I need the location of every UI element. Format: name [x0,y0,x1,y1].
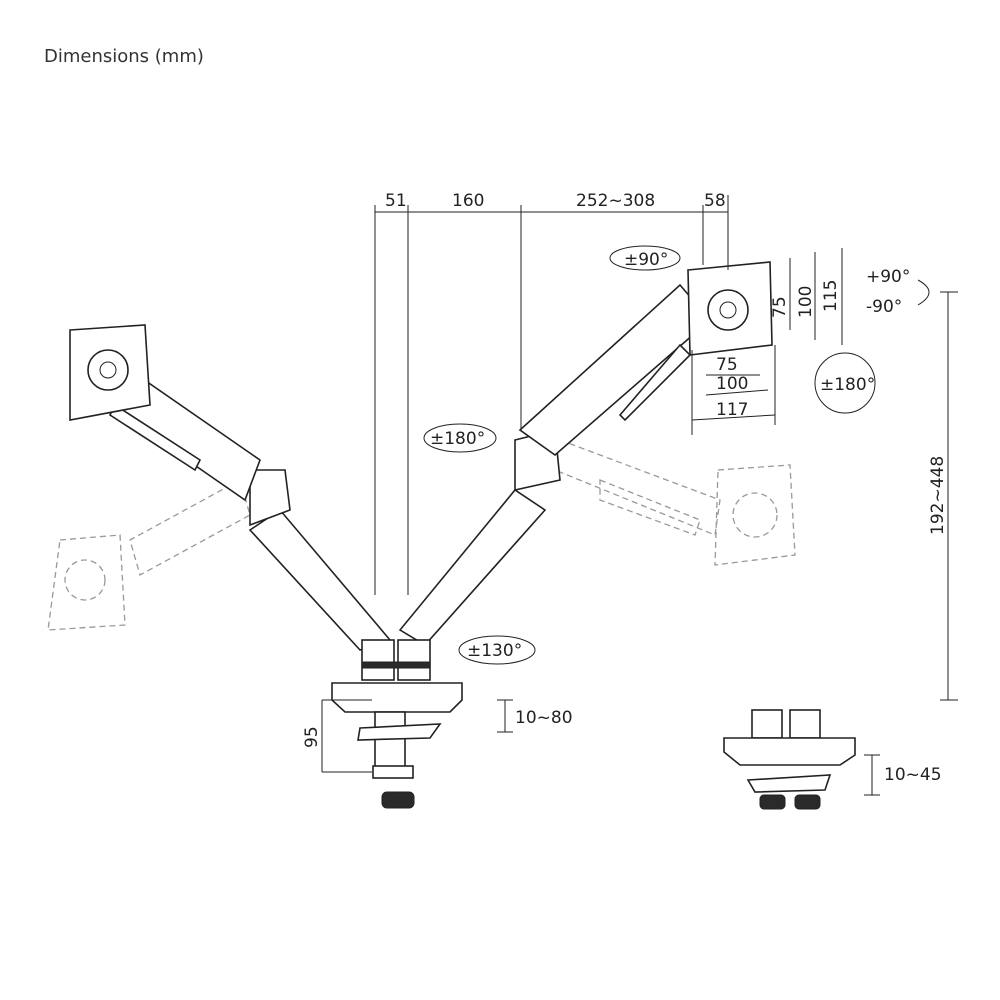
base-arrow-icon [458,635,536,665]
diagram-title: Dimensions (mm) [44,46,204,67]
rotation-swivel-head: ±90° [624,250,668,270]
rotation-monitor: ±180° [820,375,875,395]
dim-grommet-thickness: 10~45 [884,765,942,785]
vesa-h-75: 75 [716,355,738,375]
dim-51: 51 [385,191,407,211]
vesa-h-100: 100 [716,374,748,394]
ghost-right-arm [554,439,796,566]
tilt-arrow-icon [917,279,930,306]
vesa-v-100: 100 [796,286,816,318]
dim-clamp-height: 95 [302,726,322,748]
base-clamp [331,639,463,809]
top-dimension-lines [374,195,729,595]
vesa-v-115: 115 [821,280,841,312]
dim-clamp-thickness: 10~80 [515,708,573,728]
side-dimension-lines [321,291,958,796]
base-grommet [723,709,856,810]
vesa-h-117: 117 [716,400,748,420]
left-arm [69,324,392,651]
ghost-left-arm [47,479,251,631]
rotate-arrow-icon [814,352,876,414]
rotation-tilt-up: +90° [866,267,910,287]
vesa-v-75: 75 [770,296,790,318]
swivel-arrow-icon [609,245,681,271]
elbow-arrow-icon [423,423,497,453]
rotation-elbow: ±180° [430,429,485,449]
dim-160: 160 [452,191,484,211]
right-arm [398,261,773,647]
dim-58: 58 [704,191,726,211]
dim-height-range: 192~448 [928,456,948,535]
rotation-base: ±130° [467,641,522,661]
rotation-tilt-down: -90° [866,297,902,317]
vesa-dimension-lines [691,248,843,435]
dim-252-308: 252~308 [576,191,655,211]
